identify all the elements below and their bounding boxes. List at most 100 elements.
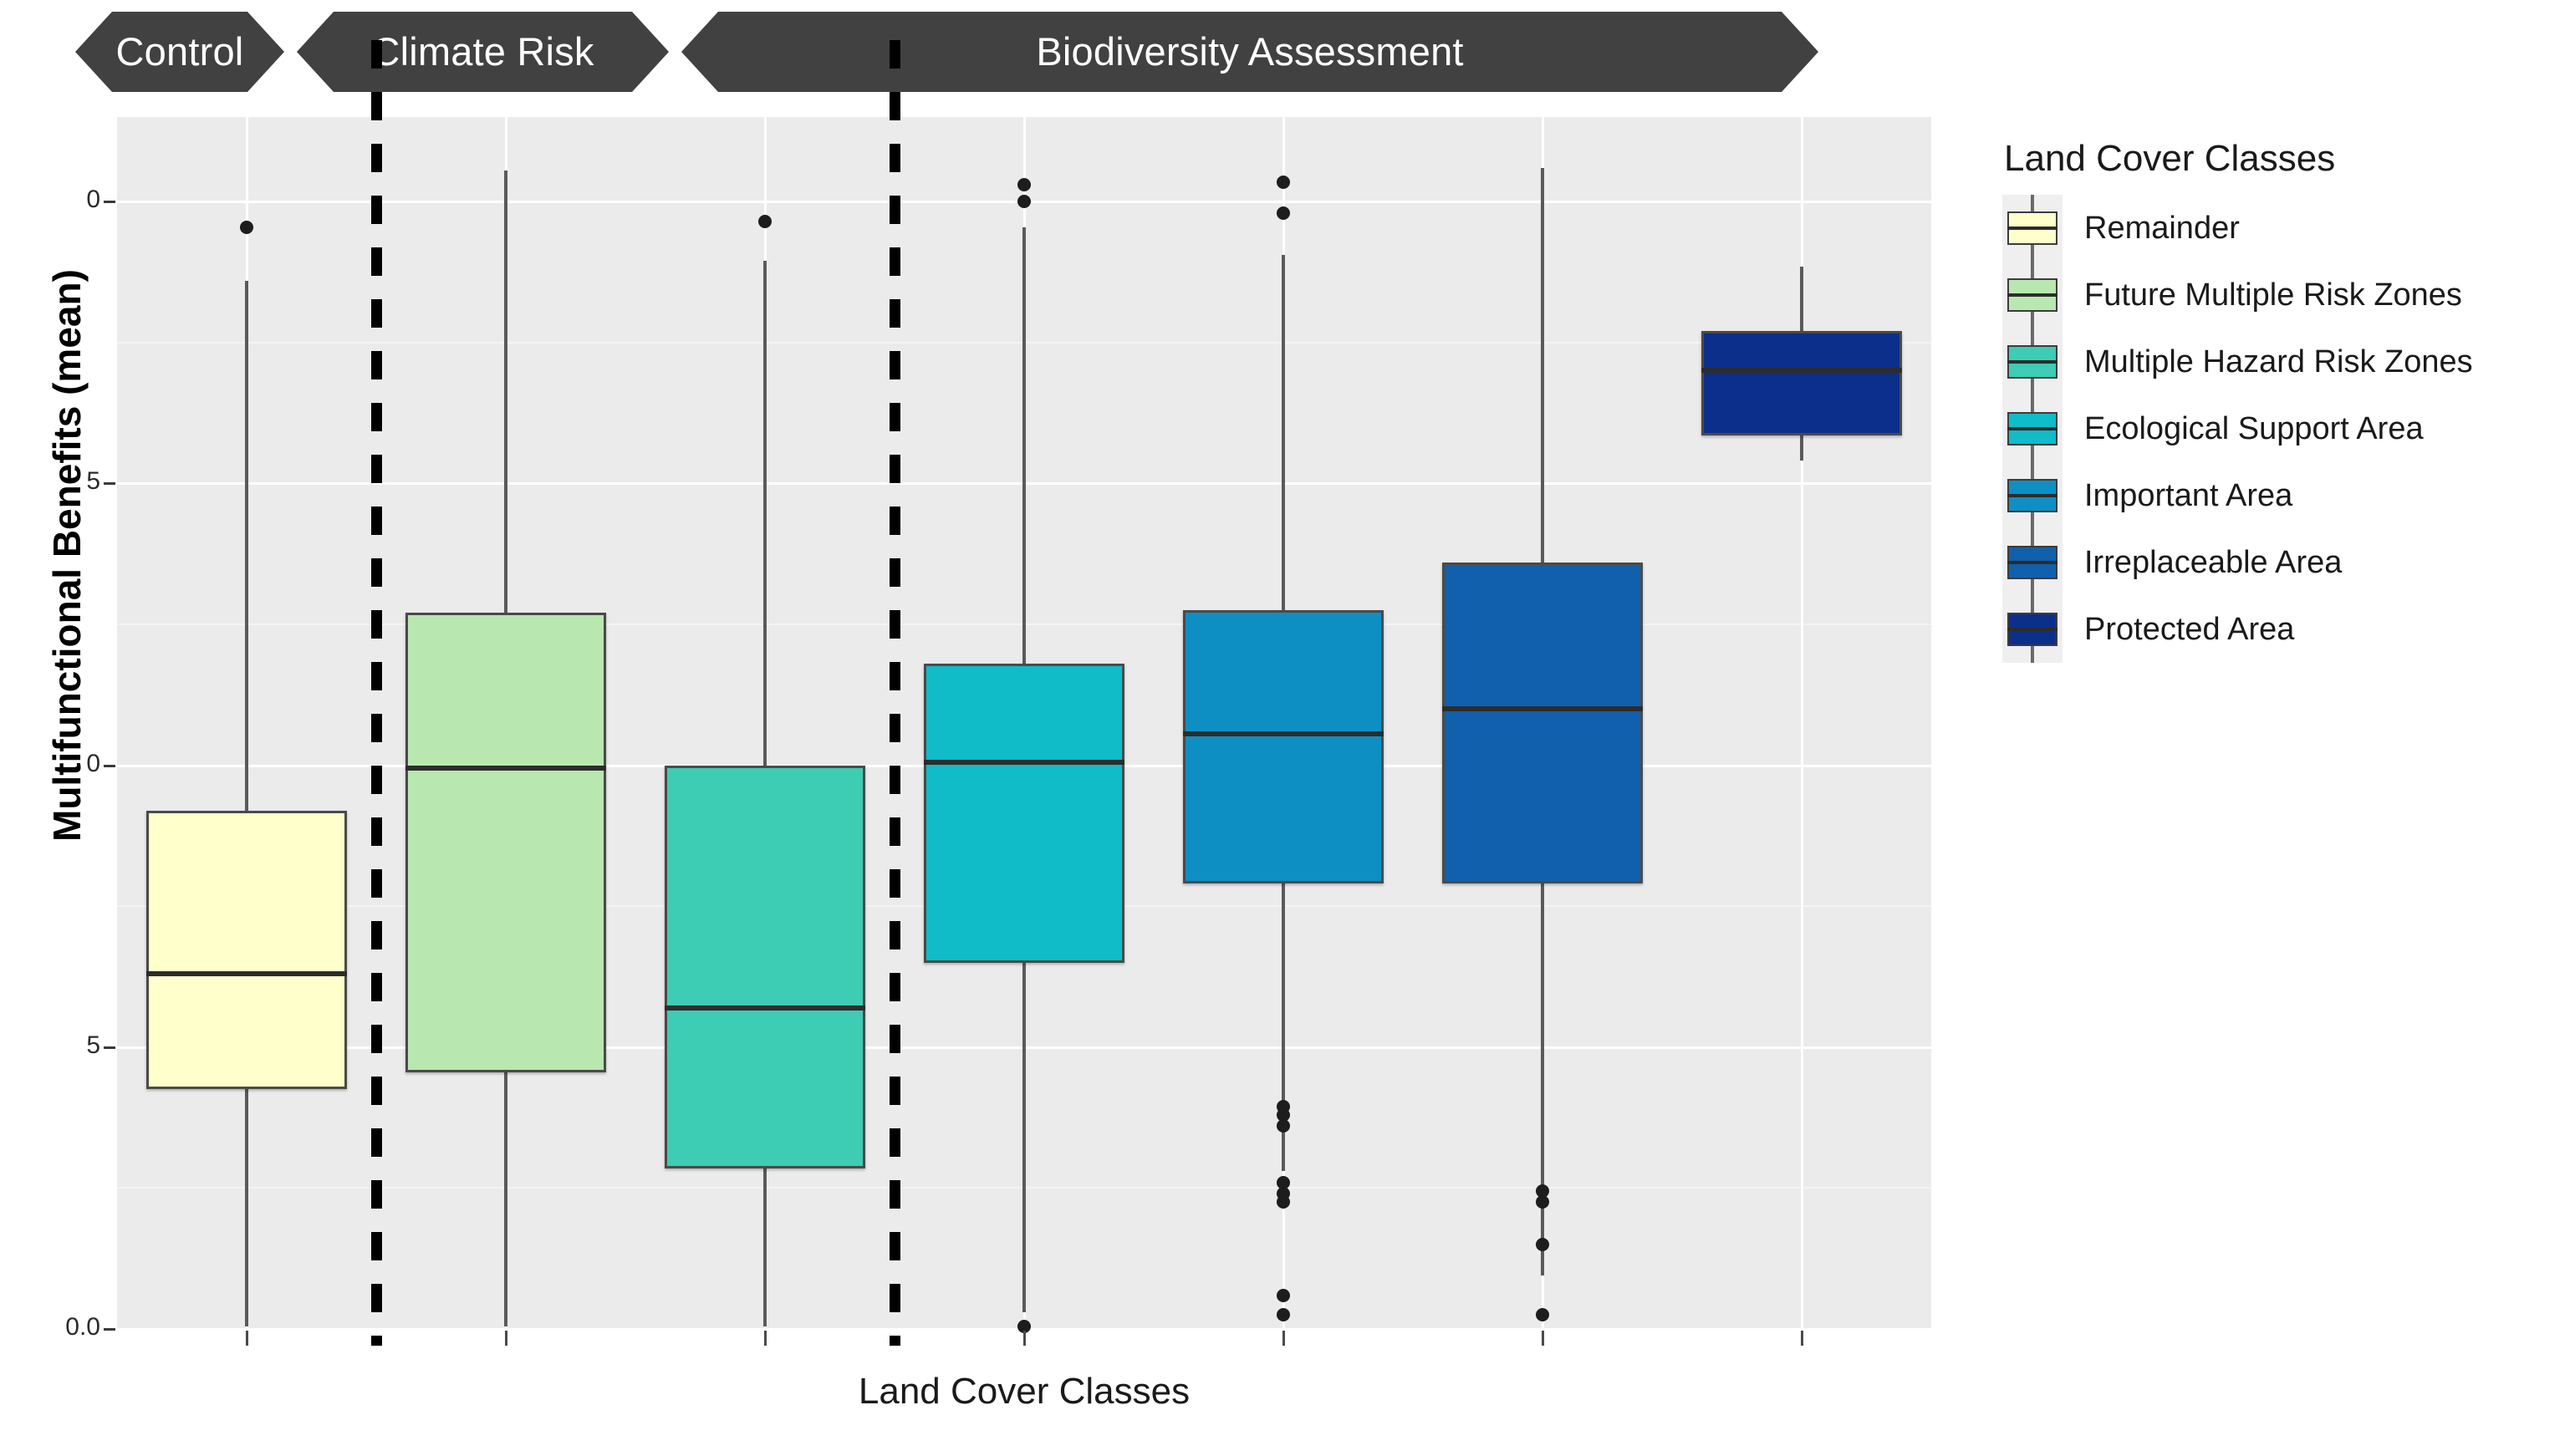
box-iqr[interactable] [665, 765, 865, 1168]
y-tick-label: 0 [86, 749, 100, 777]
boxplot-protected-area[interactable] [117, 117, 1931, 1329]
boxplot-remainder[interactable] [117, 117, 1931, 1329]
legend-item-ecological-support-area[interactable]: Ecological Support Area [2002, 395, 2554, 462]
y-tick-label: 5 [86, 467, 100, 496]
median-line [405, 765, 606, 771]
legend-swatch-icon [2002, 462, 2063, 529]
whisker-upper [1541, 167, 1544, 563]
y-tick-mark [104, 1328, 115, 1331]
box-iqr[interactable] [1442, 562, 1643, 884]
whisker-lower [245, 1089, 248, 1326]
outlier-point [1277, 175, 1290, 189]
legend-item-label: Remainder [2084, 210, 2240, 246]
facet-banner-biodiversity-assessment[interactable]: Biodiversity Assessment [681, 12, 1818, 92]
legend-item-protected-area[interactable]: Protected Area [2002, 596, 2554, 663]
y-tick-label: 0 [86, 186, 100, 214]
whisker-lower [1022, 962, 1026, 1312]
facet-divider [371, 40, 382, 1346]
median-line [924, 760, 1124, 766]
outlier-point [1536, 1184, 1549, 1198]
whisker-lower [504, 1072, 507, 1326]
y-tick-mark [104, 201, 115, 204]
boxplot-irreplaceable-area[interactable] [117, 117, 1931, 1329]
outlier-point [1017, 177, 1031, 191]
legend-swatch-icon [2002, 195, 2063, 262]
outlier-point [1277, 1288, 1290, 1302]
legend-swatch-icon [2002, 328, 2063, 395]
outlier-point [240, 220, 253, 234]
legend-swatch-icon [2002, 596, 2063, 663]
legend-swatch-icon [2002, 262, 2063, 328]
whisker-lower [1541, 883, 1544, 1275]
whisker-upper [1282, 255, 1285, 611]
facet-banner-label: Biodiversity Assessment [1036, 28, 1464, 74]
facet-banner-control[interactable]: Control [75, 12, 284, 92]
legend-item-multiple-hazard-risk-zones[interactable]: Multiple Hazard Risk Zones [2002, 328, 2554, 395]
outlier-point [758, 214, 772, 228]
y-tick-mark [104, 1046, 115, 1049]
median-line [1701, 368, 1902, 374]
outlier-point [1277, 1308, 1290, 1322]
legend-item-label: Protected Area [2084, 611, 2295, 647]
box-iqr[interactable] [1183, 610, 1384, 884]
legend-title: Land Cover Classes [2004, 138, 2336, 179]
boxplot-multiple-hazard-risk-zones[interactable] [117, 117, 1931, 1329]
legend-swatch-icon [2002, 395, 2063, 462]
facet-banner-row: Control Climate Risk Biodiversity Assessme… [0, 12, 2006, 102]
outlier-point [1017, 195, 1031, 209]
box-iqr[interactable] [1701, 331, 1902, 436]
outlier-point [1277, 1195, 1290, 1209]
gridline-vertical [1801, 117, 1803, 1329]
legend-item-important-area[interactable]: Important Area [2002, 462, 2554, 529]
x-tick-mark [1282, 1331, 1285, 1346]
facet-banner-label: Climate Risk [371, 28, 594, 74]
outlier-point [1277, 1175, 1290, 1189]
legend-item-remainder[interactable]: Remainder [2002, 195, 2554, 262]
box-iqr[interactable] [924, 664, 1124, 963]
legend-item-label: Ecological Support Area [2084, 410, 2424, 446]
outlier-point [1277, 1107, 1290, 1122]
facet-banner-climate-risk[interactable]: Climate Risk [297, 12, 669, 92]
facet-banner-label: Control [115, 28, 244, 74]
boxplot-important-area[interactable] [117, 117, 1931, 1329]
whisker-upper [1800, 266, 1803, 332]
y-tick-label: 0.0 [65, 1313, 100, 1341]
legend-item-future-multiple-risk-zones[interactable]: Future Multiple Risk Zones [2002, 262, 2554, 328]
legend-swatch-icon [2002, 529, 2063, 596]
legend-item-label: Important Area [2084, 477, 2293, 513]
boxplot-ecological-support-area[interactable] [117, 117, 1931, 1333]
box-iqr[interactable] [405, 613, 606, 1073]
boxplot-future-multiple-risk-zones[interactable] [117, 117, 1931, 1329]
facet-divider [890, 40, 900, 1346]
box-iqr[interactable] [146, 810, 347, 1090]
median-line [146, 971, 347, 977]
y-tick-label: 5 [86, 1031, 100, 1059]
legend-item-label: Irreplaceable Area [2084, 544, 2343, 580]
x-tick-mark [1801, 1331, 1803, 1346]
whisker-upper [245, 280, 248, 811]
x-tick-mark [505, 1331, 507, 1346]
whisker-upper [1022, 227, 1026, 664]
legend-item-irreplaceable-area[interactable]: Irreplaceable Area [2002, 529, 2554, 596]
x-tick-mark [1542, 1331, 1544, 1346]
whisker-upper [763, 260, 767, 766]
whisker-lower [763, 1168, 767, 1326]
legend-item-label: Multiple Hazard Risk Zones [2084, 344, 2473, 379]
outlier-point [1536, 1308, 1549, 1322]
legend-item-label: Future Multiple Risk Zones [2084, 277, 2462, 313]
x-tick-mark [246, 1331, 248, 1346]
median-line [1442, 706, 1643, 712]
outlier-point [1536, 1237, 1549, 1251]
outlier-point [1536, 1195, 1549, 1209]
outlier-point [1017, 1319, 1031, 1333]
x-tick-mark [1023, 1331, 1026, 1346]
whisker-lower [1800, 435, 1803, 461]
outlier-point [1277, 206, 1290, 220]
x-axis-title: Land Cover Classes [858, 1371, 1191, 1412]
outlier-point [1277, 1119, 1290, 1133]
whisker-lower [1282, 883, 1285, 1172]
median-line [1183, 731, 1384, 737]
x-tick-mark [764, 1331, 767, 1346]
